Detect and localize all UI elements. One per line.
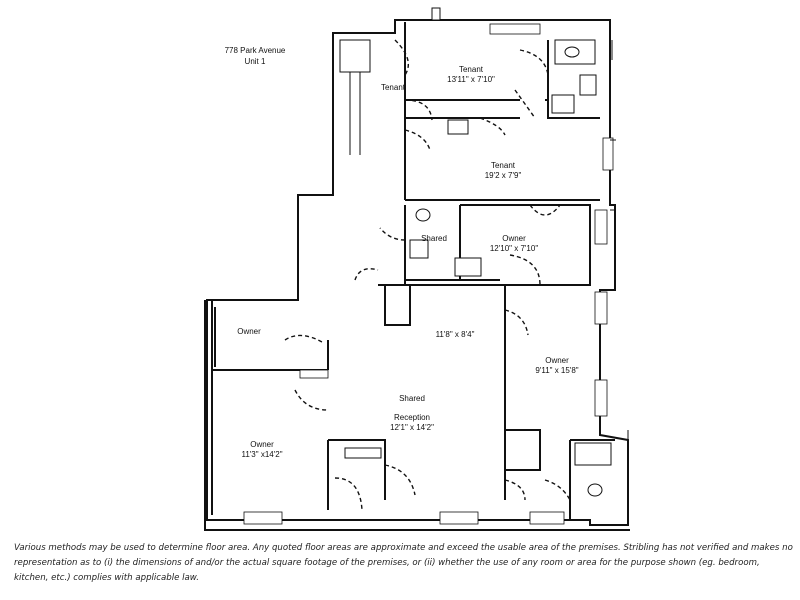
room-tenant-bedroom-dims: 13'11" x 7'10" [447,75,495,84]
wall-owner-left [211,300,328,515]
room-owner-right-dims: 9'11" x 15'8" [535,366,578,375]
room-reception-dims: 12'1" x 14'2" [390,423,434,432]
room-reception-name: Shared [399,394,425,403]
kitchen-sink-fixture [447,119,469,135]
room-tenant-hall-name: Tenant [381,83,406,92]
door-swing-entry [394,39,409,76]
shared-toilet-fixture [415,208,431,222]
wall-reception-closet [327,439,386,510]
unit-label: Unit 1 [245,57,266,66]
radiator-top [489,23,541,35]
toilet-fixture [564,46,580,58]
floor-plan: 778 Park Avenue Unit 1 Tenant Tenant 13'… [204,7,630,531]
hall-closet [384,285,411,326]
door-swing-owner-top-2 [509,254,541,286]
closet-shelf [344,447,382,459]
door-swing-tenant-bedroom [404,99,433,121]
right-tub-fixture [574,442,612,466]
closet-right [505,429,541,471]
radiator-owner-top [594,209,608,245]
door-tenant-closet [514,89,536,119]
stair-closet [339,39,371,155]
room-reception-subname: Reception [394,413,430,422]
door-swing-owner-small [284,334,323,343]
radiator-bottom-right [529,511,565,525]
door-swing-tenant-bath [519,49,549,76]
room-owner-right-name: Owner [545,356,569,365]
room-tenant-name: Tenant [491,161,516,170]
radiator-owner-right-2 [594,379,608,417]
door-swing-owner-top [529,204,561,216]
room-tenant-dims: 19'2 x 7'9" [485,171,522,180]
right-toilet-fixture [587,483,603,497]
door-swing-tenant-room [479,117,506,136]
radiator-owner-right-1 [594,291,608,325]
room-owner-left-dims: 11'3" x14'2" [241,450,282,459]
wall-owner-top [460,204,591,286]
door-swing-owner-left [294,389,329,411]
door-swing-tenant-room-2 [404,129,431,151]
door-swing-hall [354,268,379,281]
wall-owner-small [214,307,329,370]
radiator-owner-left [243,511,283,525]
door-swing-owner-right [504,309,529,336]
disclaimer-text: Various methods may be used to determine… [14,543,793,583]
room-tenant-bedroom-name: Tenant [459,65,484,74]
sink-fixture [551,94,575,114]
door-swing-closet [334,477,363,511]
door-swing-bottom [504,479,526,501]
window-marks [610,40,616,211]
shared-vanity-fixture [409,239,429,259]
room-owner-top-dims: 12'10" x 7'10" [490,244,538,253]
radiator-tenant [602,137,614,171]
wall-hall [378,284,506,500]
outer-walls [206,19,629,526]
room-owner-small-name: Owner [237,327,261,336]
wall-bath-right [569,439,615,520]
room-owner-left-name: Owner [250,440,274,449]
shower-fixture [579,74,597,96]
shared-sink-fixture [454,257,482,277]
room-owner-top-name: Owner [502,234,526,243]
address-label: 778 Park Avenue [225,46,286,55]
radiator-reception [439,511,479,525]
door-swing-shared-bath [379,227,406,241]
wall-tenant-bath [547,40,600,119]
outer-wall-shadow [204,300,630,531]
chimney [431,7,441,21]
radiator-owner-small [299,369,329,379]
room-hall-dims: 11'8" x 8'4" [436,330,475,339]
door-swing-reception [384,464,416,496]
room-shared-bath-name: Shared [421,234,447,243]
door-swing-bath-right [544,479,571,501]
